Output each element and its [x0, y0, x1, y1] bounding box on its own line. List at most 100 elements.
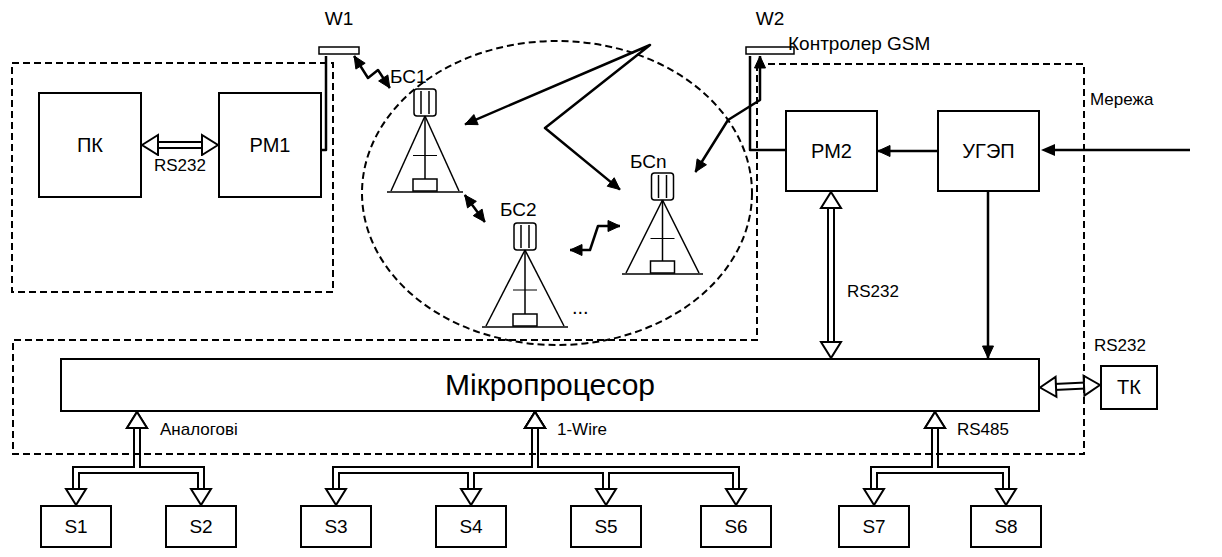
antenna-bar	[319, 47, 359, 54]
base-station: БС2	[480, 222, 570, 330]
connector	[465, 45, 650, 190]
arrowhead	[354, 56, 365, 69]
connector	[465, 195, 485, 222]
annotation-label: RS485	[955, 420, 1011, 440]
tower-base	[513, 314, 537, 326]
antenna-panel	[514, 223, 536, 250]
mains-input-arrowhead	[1041, 144, 1055, 156]
box-label: S4	[459, 516, 482, 538]
antenna: W1	[318, 8, 360, 56]
controller-region: Контролер GSMРМ2УГЭПМікропроцесор	[12, 63, 1085, 455]
station-label: БС2	[500, 199, 537, 221]
arrowhead	[821, 342, 841, 358]
arrowhead	[596, 489, 616, 505]
arrowhead	[326, 489, 346, 505]
tower-symbol	[480, 222, 570, 330]
antenna-panel	[652, 173, 674, 200]
connector	[354, 56, 390, 88]
box-label: ПК	[77, 134, 103, 157]
station-label: W2	[745, 8, 795, 30]
bus-connector	[1054, 386, 1086, 387]
antenna: W2	[745, 8, 795, 56]
arrowhead	[1084, 376, 1100, 396]
connector	[987, 192, 990, 358]
base-station: БСn	[620, 172, 705, 277]
process-box: S7	[838, 505, 910, 548]
mast	[424, 116, 426, 179]
bus-connector-fill	[76, 426, 137, 491]
bus-connector-fill	[156, 143, 204, 147]
process-box: S1	[40, 505, 112, 548]
antenna-element	[428, 91, 430, 114]
box-label: ТК	[1117, 376, 1141, 399]
bus-connector-fill	[874, 426, 935, 491]
box-label: Мікропроцесор	[445, 368, 655, 403]
box-label: S2	[189, 516, 212, 538]
tower-base	[413, 179, 437, 191]
single-lines	[322, 45, 988, 358]
bus-connector	[76, 426, 137, 491]
gsm-network-circle	[362, 41, 752, 345]
arrowhead	[525, 412, 545, 428]
pc-station-frame	[12, 63, 333, 292]
bus-connector-fill	[471, 426, 535, 491]
edge-label: RS232	[845, 282, 901, 302]
antenna-element	[658, 175, 660, 198]
ground-line	[387, 191, 463, 193]
annotation-label: 1-Wire	[555, 420, 609, 440]
bus-connector	[827, 206, 835, 344]
antenna-bar	[746, 47, 794, 54]
arrowhead	[127, 412, 147, 428]
mains-input-line	[1054, 149, 1190, 152]
bus-connector	[336, 426, 535, 491]
mast	[524, 250, 526, 314]
process-box: ТК	[1100, 365, 1158, 410]
bus-connector	[874, 426, 935, 491]
bus-connector-fill	[1054, 386, 1086, 387]
arrowhead	[525, 412, 545, 428]
annotation-label: Мережа	[1088, 90, 1155, 110]
mast	[662, 200, 664, 261]
box-label: S5	[594, 516, 617, 538]
bus-connector-fill	[829, 206, 833, 344]
antenna-element	[666, 175, 668, 198]
edge-label: RS232	[152, 156, 208, 176]
arrowhead	[607, 178, 620, 190]
arrowhead	[142, 135, 158, 155]
antenna-panel	[414, 89, 436, 116]
arrowhead	[726, 489, 746, 505]
connector	[322, 56, 326, 150]
arrowhead	[465, 195, 477, 208]
process-box: РМ2	[785, 110, 878, 192]
arrowhead	[570, 245, 582, 256]
process-box: S3	[300, 505, 372, 548]
connector	[750, 56, 785, 150]
bus-connector	[471, 426, 535, 491]
station-label: БСn	[630, 151, 667, 173]
antenna-element	[520, 225, 522, 248]
box-label: S3	[324, 516, 347, 538]
annotation-label: Аналогові	[158, 420, 240, 440]
box-label: S8	[994, 516, 1017, 538]
process-box: S5	[570, 505, 642, 548]
arrowhead	[473, 209, 485, 222]
arrowhead	[864, 489, 884, 505]
arrowhead	[66, 489, 86, 505]
box-label: S7	[862, 516, 885, 538]
bus-connector	[156, 141, 204, 149]
box-label: УГЭП	[962, 140, 1014, 163]
process-box: S2	[165, 505, 237, 548]
base-station: БС1	[385, 88, 465, 195]
arrowhead	[878, 146, 890, 157]
arrowhead	[608, 221, 620, 232]
annotation-label: ...	[570, 296, 591, 319]
tower-symbol	[385, 88, 465, 195]
process-box: S6	[700, 505, 772, 548]
antenna-element	[420, 91, 422, 114]
box-label: S6	[724, 516, 747, 538]
arrowhead	[461, 489, 481, 505]
arrowhead	[127, 412, 147, 428]
edge-label: RS232	[1092, 336, 1148, 356]
tower-brace	[513, 290, 537, 291]
